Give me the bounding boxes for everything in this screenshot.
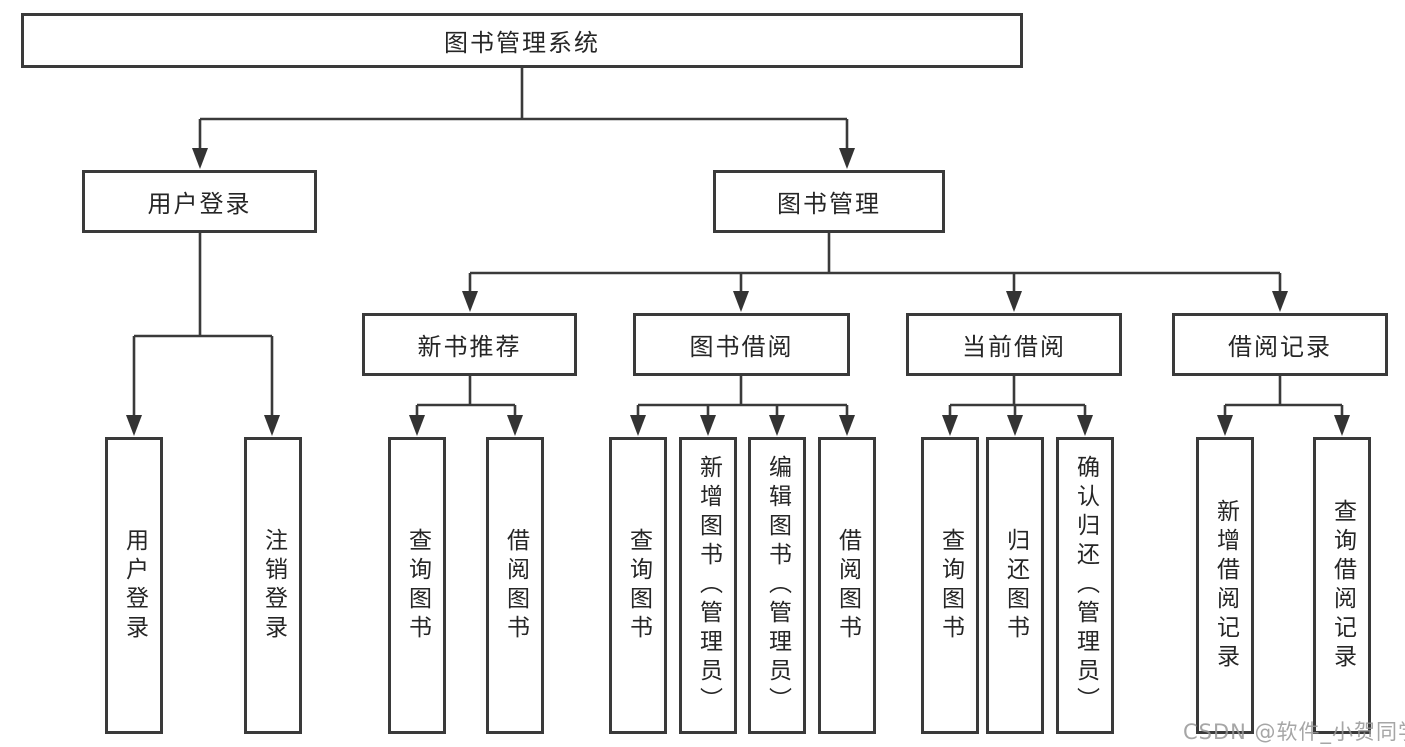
leaf-query-books-new: 查询图书 [388, 437, 446, 734]
node-root-system: 图书管理系统 [21, 13, 1023, 68]
leaf-confirm-return-admin-label: 确认归还（管理员） [1072, 455, 1099, 716]
leaf-query-books-current: 查询图书 [921, 437, 979, 734]
leaf-borrow-books-new: 借阅图书 [486, 437, 544, 734]
node-book-management: 图书管理 [713, 170, 945, 233]
leaf-return-books-label: 归还图书 [1002, 527, 1029, 644]
leaf-edit-books-admin: 编辑图书（管理员） [748, 437, 806, 734]
leaf-add-books-admin-label: 新增图书（管理员） [695, 455, 722, 716]
leaf-query-borrow-record: 查询借阅记录 [1313, 437, 1371, 734]
node-current-borrow: 当前借阅 [906, 313, 1122, 376]
leaf-query-borrow-record-label: 查询借阅记录 [1329, 498, 1356, 673]
leaf-return-books: 归还图书 [986, 437, 1044, 734]
leaf-query-books-borrow: 查询图书 [609, 437, 667, 734]
leaf-confirm-return-admin: 确认归还（管理员） [1056, 437, 1114, 734]
csdn-watermark: CSDN @软件_小贺同学 [1183, 720, 1405, 744]
leaf-user-login-label: 用户登录 [121, 527, 148, 644]
leaf-user-login: 用户登录 [105, 437, 163, 734]
leaf-borrow-books-label: 借阅图书 [834, 527, 861, 644]
leaf-add-books-admin: 新增图书（管理员） [679, 437, 737, 734]
leaf-add-borrow-record: 新增借阅记录 [1196, 437, 1254, 734]
leaf-add-borrow-record-label: 新增借阅记录 [1212, 498, 1239, 673]
leaf-borrow-books-new-label: 借阅图书 [502, 527, 529, 644]
leaf-borrow-books: 借阅图书 [818, 437, 876, 734]
node-user-login: 用户登录 [82, 170, 317, 233]
leaf-query-books-new-label: 查询图书 [404, 527, 431, 644]
leaf-edit-books-admin-label: 编辑图书（管理员） [764, 455, 791, 716]
leaf-logout: 注销登录 [244, 437, 302, 734]
leaf-query-books-borrow-label: 查询图书 [625, 527, 652, 644]
leaf-logout-label: 注销登录 [260, 527, 287, 644]
node-book-borrow: 图书借阅 [633, 313, 850, 376]
node-new-book-recommend: 新书推荐 [362, 313, 577, 376]
arrowheads [126, 148, 1350, 436]
node-borrow-records: 借阅记录 [1172, 313, 1388, 376]
leaf-query-books-current-label: 查询图书 [937, 527, 964, 644]
